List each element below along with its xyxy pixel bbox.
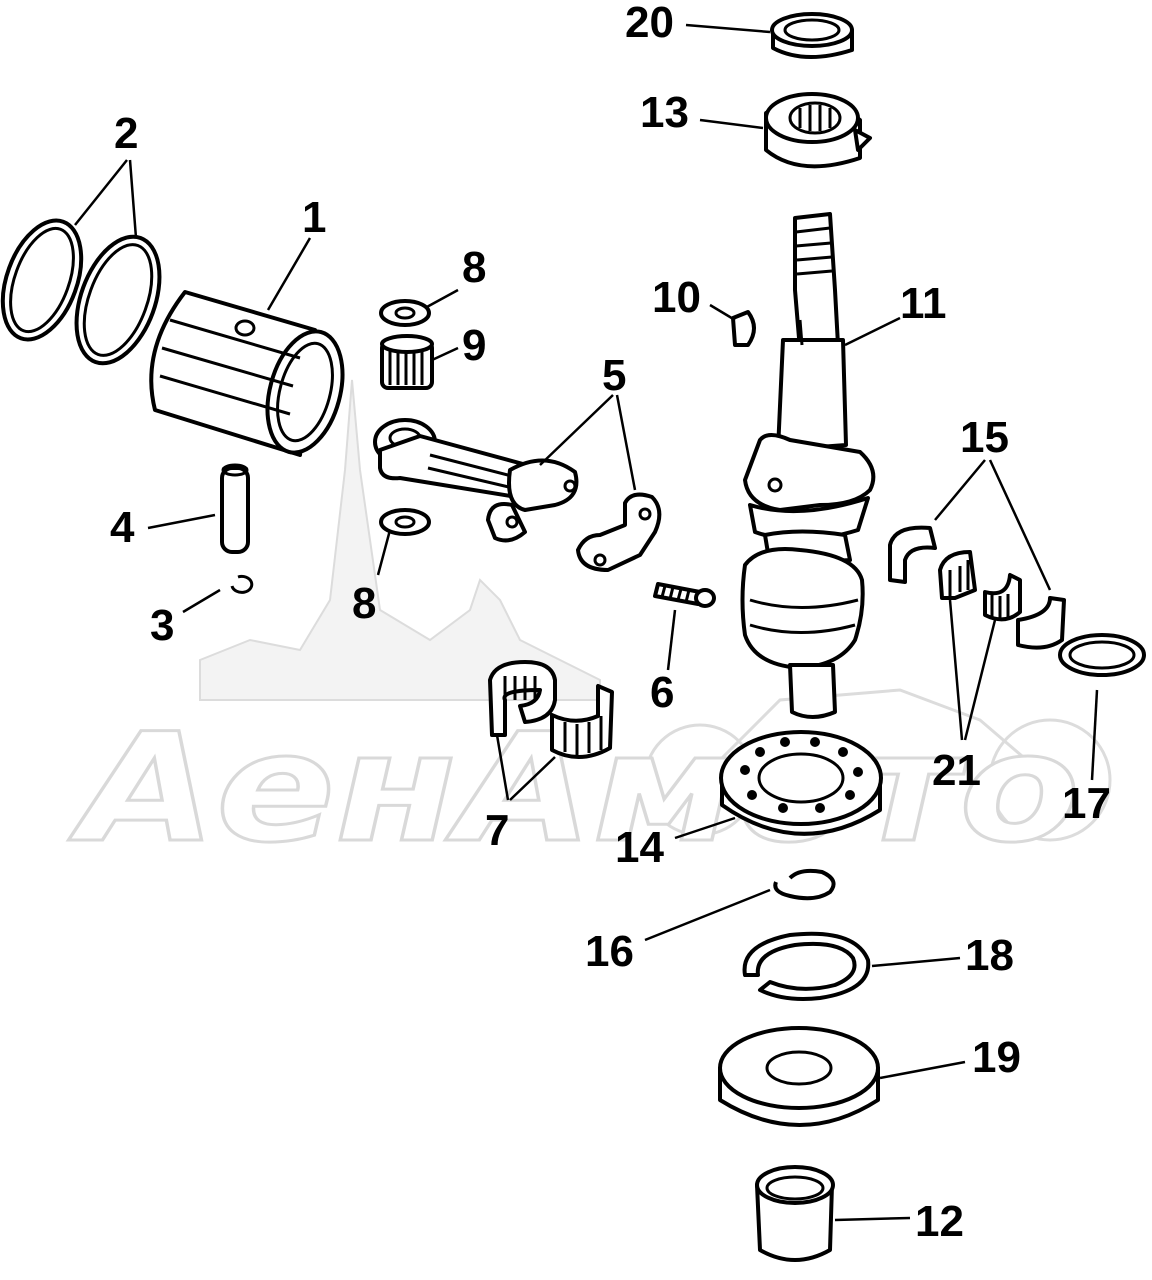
- callout-1: 1: [302, 193, 326, 242]
- callout-15: 15: [960, 413, 1009, 462]
- bushing: [755, 1165, 835, 1262]
- callout-8-top: 8: [462, 243, 486, 292]
- callout-14: 14: [615, 823, 664, 872]
- woodruff-key: [731, 310, 756, 347]
- callout-3: 3: [150, 601, 174, 650]
- retaining-ring-small: [773, 868, 836, 901]
- thrust-washer-bottom: [379, 508, 431, 536]
- callout-6: 6: [650, 668, 674, 717]
- needle-bearing-small: [380, 334, 434, 390]
- connecting-rod: [373, 418, 579, 543]
- callout-16: 16: [585, 927, 634, 976]
- callout-18: 18: [965, 931, 1014, 980]
- pin-retainer: [230, 574, 254, 594]
- needle-bearing-halves-rod: [488, 660, 614, 759]
- callout-5: 5: [602, 351, 626, 400]
- callout-7: 7: [485, 806, 509, 855]
- piston: [149, 290, 345, 457]
- retaining-ring-large: [742, 931, 871, 1001]
- callout-21: 21: [932, 746, 981, 795]
- callout-2: 2: [114, 109, 138, 158]
- rod-cap: [576, 492, 662, 572]
- bearing-halves: [888, 525, 1066, 650]
- leader-lines: [74, 23, 1099, 1222]
- callout-17: 17: [1062, 779, 1111, 828]
- piston-rings: [0, 218, 162, 366]
- callouts: 2 1 4 3 8 9 8 5 6 7 10 11 20 13 15 21 17…: [110, 0, 1111, 1246]
- thrust-washer-top: [379, 299, 431, 327]
- needle-bearing-top: [764, 92, 872, 169]
- callout-11: 11: [900, 279, 947, 328]
- callout-19: 19: [972, 1033, 1021, 1082]
- callout-10: 10: [652, 273, 701, 322]
- rod-bolt: [653, 582, 716, 608]
- callout-13: 13: [640, 88, 689, 137]
- seal-top: [770, 12, 854, 59]
- callout-8-bottom: 8: [352, 579, 376, 628]
- ball-bearing: [719, 730, 883, 836]
- callout-4: 4: [110, 503, 135, 552]
- large-washer: [718, 1026, 880, 1127]
- piston-pin: [220, 463, 250, 554]
- ring: [1058, 633, 1146, 677]
- watermark: АенАмото: [67, 379, 1112, 878]
- needle-bearing-halves-crank: [938, 550, 1022, 622]
- crankshaft: [740, 212, 876, 719]
- callout-20: 20: [625, 0, 674, 47]
- callout-9: 9: [462, 321, 486, 370]
- callout-12: 12: [915, 1197, 964, 1246]
